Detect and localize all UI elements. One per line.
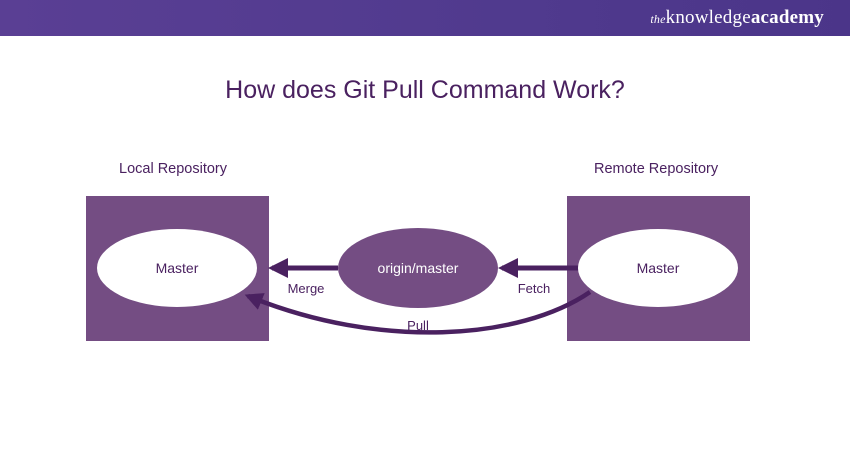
pull-label: Pull: [407, 318, 429, 333]
brand-name-part1: knowledge: [665, 7, 751, 28]
diagram-title: How does Git Pull Command Work?: [225, 76, 625, 104]
local-repository-label: Local Repository: [119, 161, 227, 177]
brand-logo: theknowledgeacademy: [650, 7, 824, 29]
origin-master-node: [338, 228, 498, 308]
header-bar: theknowledgeacademy: [0, 0, 850, 36]
brand-prefix: the: [650, 12, 666, 26]
local-master-node: [97, 229, 257, 307]
remote-master-node: [578, 229, 738, 307]
remote-repository-label: Remote Repository: [594, 161, 719, 177]
origin-master-label: origin/master: [377, 260, 459, 276]
merge-label: Merge: [287, 281, 325, 296]
remote-master-label: Master: [636, 260, 680, 276]
pull-arrow: [244, 290, 592, 335]
local-master-label: Master: [155, 260, 199, 276]
fetch-label: Fetch: [517, 281, 551, 296]
brand-name-part2: academy: [750, 7, 824, 28]
